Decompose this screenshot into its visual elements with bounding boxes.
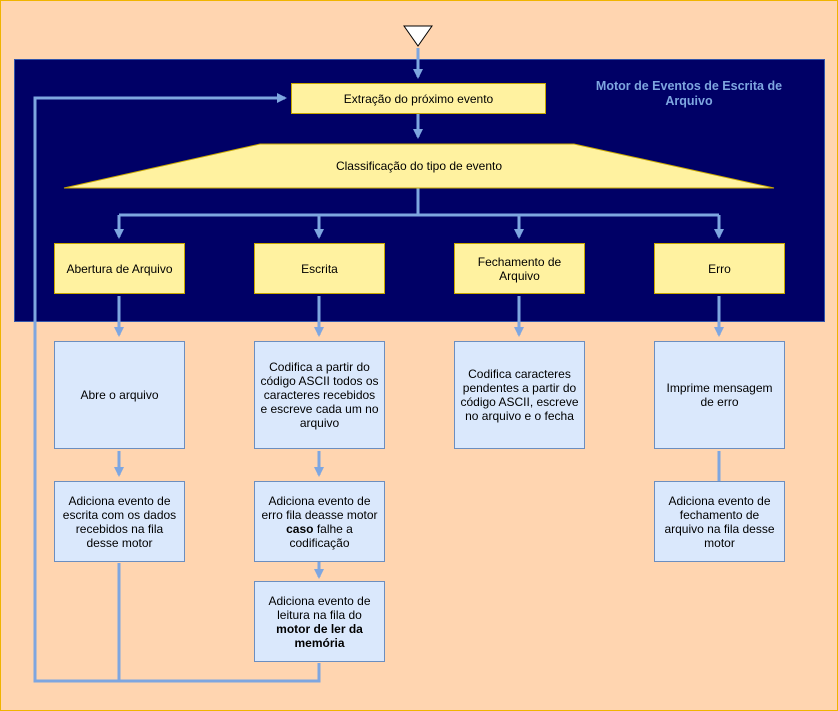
write-read-bold: motor de ler da memória (276, 621, 363, 650)
write-encode-box: Codifica a partir do código ASCII todos … (254, 341, 385, 449)
event-write-label: Escrita (301, 261, 338, 276)
event-error-label: Erro (708, 261, 731, 276)
event-write-box: Escrita (254, 243, 385, 294)
open-enqueue-label: Adiciona evento de escrita com os dados … (62, 493, 177, 550)
extract-event-label: Extração do próximo evento (343, 91, 494, 106)
error-enqueue-box: Adiciona evento de fechamento de arquivo… (654, 481, 785, 562)
open-file-label: Abre o arquivo (80, 388, 159, 402)
close-encode-label: Codifica caracteres pendentes a partir d… (460, 367, 579, 423)
event-error-box: Erro (654, 243, 785, 294)
write-error-suffix: falhe a codificação (289, 521, 353, 550)
extract-event-box: Extração do próximo evento (291, 83, 546, 114)
event-close-label: Fechamento de Arquivo (477, 254, 562, 283)
classify-label: Classificação do tipo de evento (335, 159, 503, 173)
write-error-prefix: Adiciona evento de erro fila deasse moto… (261, 493, 378, 522)
write-encode-label: Codifica a partir do código ASCII todos … (260, 360, 379, 430)
error-print-box: Imprime mensagem de erro (654, 341, 785, 449)
write-read-event-label: Adiciona evento de leitura na fila do mo… (260, 594, 379, 650)
open-enqueue-box: Adiciona evento de escrita com os dados … (54, 481, 185, 562)
write-error-bold: caso (286, 521, 314, 536)
event-open-label: Abertura de Arquivo (66, 261, 173, 276)
event-open-box: Abertura de Arquivo (54, 243, 185, 294)
write-error-event-box: Adiciona evento de erro fila deasse moto… (254, 481, 385, 562)
error-print-label: Imprime mensagem de erro (666, 381, 773, 409)
write-read-event-box: Adiciona evento de leitura na fila do mo… (254, 581, 385, 662)
write-error-event-label: Adiciona evento de erro fila deasse moto… (260, 494, 379, 550)
loop-back-main (33, 93, 321, 683)
event-close-box: Fechamento de Arquivo (454, 243, 585, 294)
classify-trapezoid (63, 143, 775, 189)
write-read-prefix: Adiciona evento de leitura na fila do (268, 593, 371, 622)
engine-title: Motor de Eventos de Escrita de Arquivo (595, 79, 783, 108)
close-encode-box: Codifica caracteres pendentes a partir d… (454, 341, 585, 449)
start-marker (403, 25, 433, 47)
error-enqueue-label: Adiciona evento de fechamento de arquivo… (664, 493, 775, 550)
open-file-box: Abre o arquivo (54, 341, 185, 449)
